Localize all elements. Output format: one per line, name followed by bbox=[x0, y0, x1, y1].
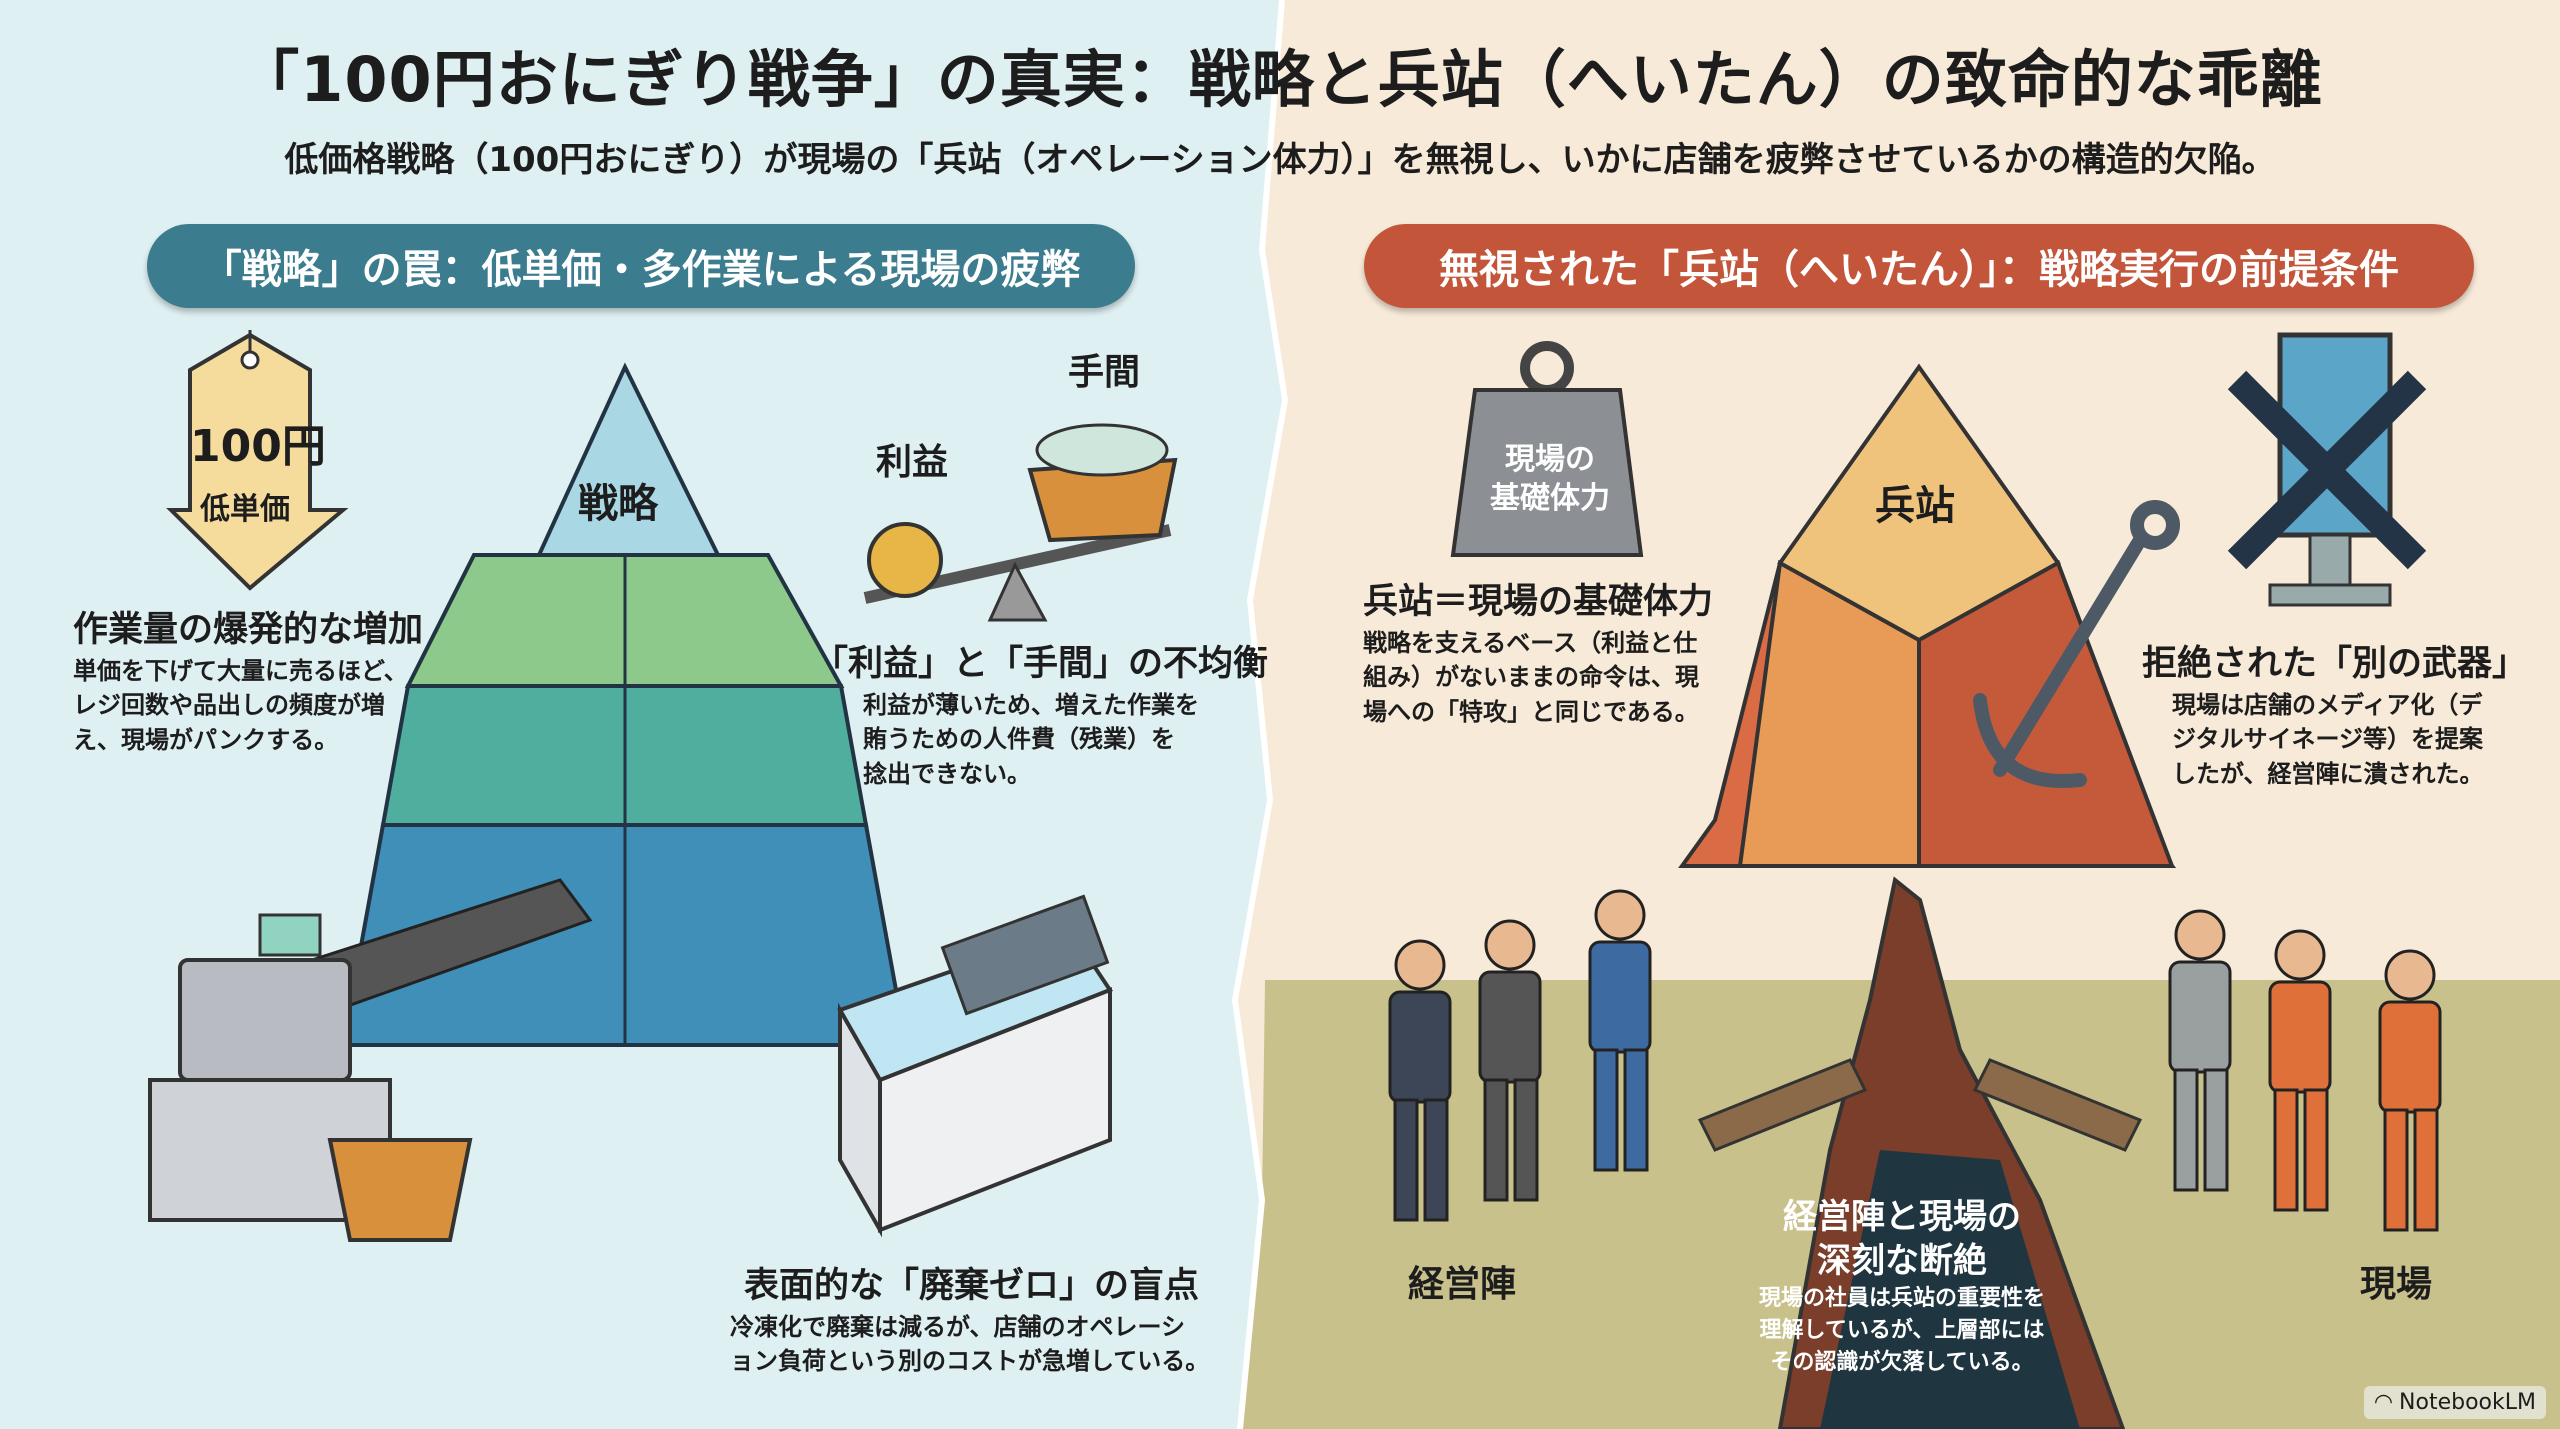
effort-label: 手間 bbox=[1068, 352, 1141, 393]
profit-label: 利益 bbox=[876, 442, 949, 483]
logistics-foundation-block: 兵站＝現場の基礎体力 戦略を支えるベース（利益と仕 組み）がないままの命令は、現… bbox=[1363, 580, 1713, 730]
profit-effort-heading: 「利益」と「手間」の不均衡 bbox=[813, 644, 1269, 684]
workload-body-line: 単価を下げて大量に売るほど、 bbox=[73, 656, 408, 685]
logistics-foundation-body-line: 組み）がないままの命令は、現 bbox=[1363, 663, 1699, 692]
zero-waste-body-line: ョン負荷という別のコストが急増している。 bbox=[730, 1347, 1210, 1376]
logistics-foundation-heading: 兵站＝現場の基礎体力 bbox=[1363, 582, 1714, 622]
page-title: 「100円おにぎり戦争」の真実：戦略と兵站（へいたん）の致命的な乖離 bbox=[237, 43, 2323, 116]
weight-label-line: 現場の bbox=[1505, 442, 1595, 477]
profit-effort-block: 「利益」と「手間」の不均衡 利益が薄いため、増えた作業を 賄うための人件費（残業… bbox=[813, 642, 1268, 792]
price-tag-price: 100円 bbox=[190, 421, 326, 472]
anchor-icon bbox=[1973, 500, 2180, 788]
weight-label-line: 基礎体力 bbox=[1490, 481, 1610, 516]
price-tag-icon bbox=[166, 330, 349, 591]
divide-body-line: 理解しているが、上層部には bbox=[1759, 1318, 2045, 1344]
basket-icon bbox=[327, 1138, 473, 1242]
zero-waste-block: 表面的な「廃棄ゼロ」の盲点 冷凍化で廃棄は減るが、店舗のオペレーシ ョン負荷とい… bbox=[730, 1264, 1209, 1379]
notebooklm-badge: ◠ NotebookLM bbox=[2363, 1386, 2546, 1419]
logistics-foundation-body-line: 戦略を支えるベース（利益と仕 bbox=[1363, 628, 1698, 657]
divide-block: 経営陣と現場の 深刻な断絶 現場の社員は兵站の重要性を 理解しているが、上層部に… bbox=[1752, 1195, 2052, 1379]
zero-waste-body-line: 冷凍化で廃棄は減るが、店舗のオペレーシ bbox=[730, 1312, 1186, 1341]
page-subtitle: 低価格戦略（100円おにぎり）が現場の「兵站（オペレーション体力）」を無視し、い… bbox=[284, 140, 2276, 180]
field-label: 現場 bbox=[2360, 1264, 2433, 1305]
strategy-banner: 「戦略」の罠：低単価・多作業による現場の疲弊 bbox=[147, 224, 1135, 308]
rejected-weapon-body-line: 現場は店舗のメディア化（デ bbox=[2172, 690, 2483, 719]
workload-body-line: え、現場がパンクする。 bbox=[73, 726, 339, 755]
rejected-weapon-body-line: したが、経営陣に潰された。 bbox=[2172, 760, 2484, 789]
freezer-icon bbox=[837, 894, 1114, 1238]
strategy-pyramid bbox=[340, 362, 909, 1047]
zero-waste-heading: 表面的な「廃棄ゼロ」の盲点 bbox=[744, 1266, 1200, 1306]
weight-icon bbox=[1450, 341, 1644, 557]
torn-edge bbox=[1231, 0, 1289, 1429]
crack-chasm bbox=[1820, 1150, 2080, 1429]
seesaw-scale-icon bbox=[863, 423, 1178, 622]
rejected-weapon-body-line: ジタルサイネージ等）を提案 bbox=[2172, 725, 2484, 754]
broken-bridge-left bbox=[1697, 1058, 1868, 1152]
workload-heading: 作業量の爆発的な増加 bbox=[73, 610, 424, 650]
logistics-pyramid bbox=[1678, 363, 2177, 868]
profit-effort-body-line: 捻出できない。 bbox=[863, 760, 1031, 789]
broken-bridge-right bbox=[1972, 1058, 2143, 1152]
logistics-banner: 無視された「兵站（へいたん）」：戦略実行の前提条件 bbox=[1364, 224, 2474, 308]
rejected-signage-icon bbox=[2227, 332, 2427, 607]
notebooklm-badge-label: NotebookLM bbox=[2399, 1390, 2536, 1415]
profit-effort-body-line: 賄うための人件費（残業）を bbox=[863, 725, 1175, 754]
strategy-pyramid-label: 戦略 bbox=[578, 481, 658, 527]
workload-block: 作業量の爆発的な増加 単価を下げて大量に売るほど、 レジ回数や品出しの頻度が増 … bbox=[73, 608, 423, 758]
divide-heading-line: 経営陣と現場の bbox=[1783, 1197, 2021, 1237]
weight-label: 現場の 基礎体力 bbox=[1490, 440, 1610, 518]
notebooklm-logo-icon: ◠ bbox=[2373, 1390, 2394, 1415]
rejected-weapon-heading: 拒絶された「別の武器」 bbox=[2142, 644, 2528, 684]
management-label: 経営陣 bbox=[1408, 1264, 1517, 1305]
rejected-weapon-block: 拒絶された「別の武器」 現場は店舗のメディア化（デ ジタルサイネージ等）を提案 … bbox=[2142, 642, 2527, 792]
profit-effort-body-line: 利益が薄いため、増えた作業を bbox=[863, 690, 1199, 719]
logistics-pyramid-label: 兵站 bbox=[1875, 483, 1955, 529]
workload-body-line: レジ回数や品出しの頻度が増 bbox=[73, 691, 385, 720]
divide-body-line: その認識が欠落している。 bbox=[1770, 1350, 2034, 1376]
logistics-foundation-body-line: 場への「特攻」と同じである。 bbox=[1363, 698, 1699, 727]
price-tag-label: 低単価 bbox=[200, 492, 290, 527]
divide-heading-line: 深刻な断絶 bbox=[1817, 1241, 1987, 1282]
field-worker-figures bbox=[2168, 909, 2442, 1232]
management-figures bbox=[1388, 889, 1652, 1222]
divide-body-line: 現場の社員は兵站の重要性を bbox=[1758, 1286, 2045, 1312]
